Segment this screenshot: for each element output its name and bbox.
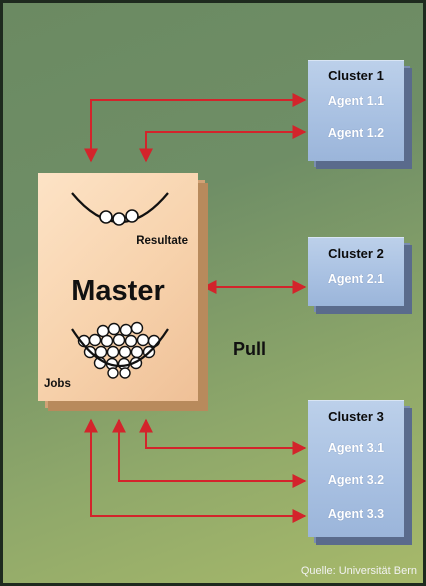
connection-arrows (84, 93, 307, 523)
results-bowl-icon (71, 192, 169, 226)
arrow-master-agent-3-3 (84, 418, 307, 523)
agent-1-2: Agent 1.2 (327, 126, 385, 140)
agent-1-1: Agent 1.1 (327, 94, 385, 108)
agent-3-3: Agent 3.3 (327, 507, 385, 521)
agent-3-1: Agent 3.1 (327, 441, 385, 455)
cluster-2-box: Cluster 2 Agent 2.1 (308, 237, 404, 306)
jobs-label: Jobs (44, 378, 71, 390)
pull-label: Pull (233, 339, 267, 359)
arrow-master-agent-1-1 (84, 93, 307, 163)
source-credit: Quelle: Universität Bern (300, 565, 417, 577)
cluster-3-box: Cluster 3 Agent 3.1 Agent 3.2 Agent 3.3 (308, 400, 404, 537)
cluster-1-box: Cluster 1 Agent 1.1 Agent 1.2 (308, 60, 404, 161)
arrow-master-agent-3-1 (139, 418, 307, 455)
master-title: Master (71, 275, 165, 307)
cluster-3-title: Cluster 3 (328, 409, 384, 424)
cluster-1-title: Cluster 1 (328, 68, 384, 83)
results-label: Resultate (136, 235, 188, 247)
agent-3-2: Agent 3.2 (327, 473, 385, 487)
cluster-2-title: Cluster 2 (328, 246, 384, 261)
arrow-master-agent-1-2 (139, 125, 307, 163)
master-box: Resultate Master Jobs (38, 173, 198, 401)
jobs-bowl-icon (71, 321, 169, 379)
agent-2-1: Agent 2.1 (327, 272, 385, 286)
